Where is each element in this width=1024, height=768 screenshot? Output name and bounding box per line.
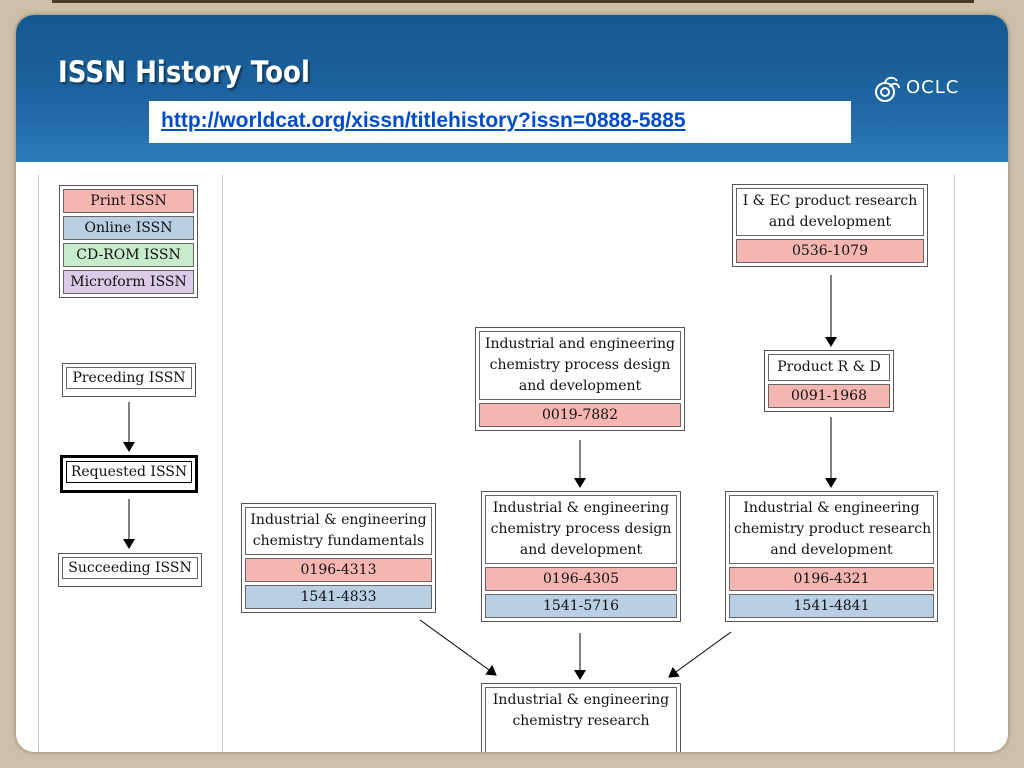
node-product-rd[interactable]: Product R & D 0091-1968 — [764, 350, 894, 412]
node-title-line: I & EC product research — [742, 193, 918, 209]
node-title-line: chemistry fundamentals — [252, 533, 425, 549]
node-title-line: and development — [519, 542, 643, 558]
node-product-research[interactable]: Industrial & engineering chemistry produ… — [725, 491, 938, 622]
history-arrows — [123, 275, 837, 680]
print-issn: 0091-1968 — [768, 384, 890, 408]
slide-header: ISSN History Tool http://worldcat.org/xi… — [16, 15, 1008, 162]
node-title-line: Industrial & engineering — [743, 500, 920, 516]
arrow-product-research-to-research — [668, 631, 732, 678]
node-title: Industrial & engineering chemistry proce… — [485, 495, 677, 564]
legend-online: Online ISSN — [63, 216, 194, 240]
print-issn: 0196-4305 — [485, 567, 677, 591]
online-issn: 1541-4833 — [245, 585, 432, 609]
page-title: ISSN History Tool — [58, 55, 310, 89]
node-title-line: and development — [770, 542, 893, 558]
node-title: Industrial and engineering chemistry pro… — [479, 331, 681, 400]
divider-left — [38, 175, 39, 752]
node-chemistry-fundamentals[interactable]: Industrial & engineering chemistry funda… — [241, 503, 436, 613]
node-title-line: chemistry product research — [734, 521, 932, 537]
oclc-logo: OCLC — [872, 73, 982, 107]
print-issn: 0019-7882 — [479, 403, 681, 427]
node-title: I & EC product research and development — [736, 188, 924, 236]
node-title: Product R & D — [768, 354, 890, 381]
node-title-line: Industrial and engineering — [484, 336, 676, 352]
legend-requested-label: Requested ISSN — [66, 461, 192, 483]
arrow-fundamentals-to-research — [419, 619, 497, 676]
slide: ISSN History Tool http://worldcat.org/xi… — [16, 15, 1008, 752]
node-title-line: and development — [518, 378, 642, 394]
legend-box: Print ISSN Online ISSN CD-ROM ISSN Micro… — [59, 185, 198, 298]
node-title-line: chemistry research — [512, 713, 650, 729]
print-issn: 0196-4313 — [245, 558, 432, 582]
node-title-line: Industrial & engineering — [250, 512, 427, 528]
node-iec-product-research[interactable]: I & EC product research and development … — [732, 184, 928, 267]
node-chemistry-research[interactable]: Industrial & engineering chemistry resea… — [481, 683, 681, 752]
legend-microform: Microform ISSN — [63, 270, 194, 294]
legend-print: Print ISSN — [63, 189, 194, 213]
node-title: Industrial & engineering chemistry funda… — [245, 507, 432, 555]
legend-preceding-label: Preceding ISSN — [66, 367, 192, 389]
node-title-line: Industrial & engineering — [492, 500, 670, 516]
print-issn: 0196-4321 — [729, 567, 934, 591]
divider-right — [954, 175, 955, 752]
url-box: http://worldcat.org/xissn/titlehistory?i… — [149, 101, 851, 143]
node-title-line: and development — [768, 214, 892, 230]
print-issn: 0536-1079 — [736, 239, 924, 263]
node-process-design-original[interactable]: Industrial and engineering chemistry pro… — [475, 327, 685, 431]
node-title-line: chemistry process design — [490, 521, 672, 537]
oclc-logo-text: OCLC — [906, 77, 960, 98]
legend-cdrom: CD-ROM ISSN — [63, 243, 194, 267]
node-process-design[interactable]: Industrial & engineering chemistry proce… — [481, 491, 681, 622]
legend-preceding: Preceding ISSN — [62, 363, 196, 397]
node-title: Industrial & engineering chemistry resea… — [485, 687, 677, 752]
oclc-logo-icon — [875, 76, 900, 102]
legend-requested: Requested ISSN — [60, 455, 198, 493]
legend-succeeding-label: Succeeding ISSN — [62, 557, 198, 579]
title-history-link[interactable]: http://worldcat.org/xissn/titlehistory?i… — [161, 109, 686, 132]
node-title-line: Product R & D — [777, 359, 881, 375]
online-issn: 1541-5716 — [485, 594, 677, 618]
divider-middle — [222, 175, 223, 752]
top-rule — [52, 0, 974, 3]
node-title-line: Industrial & engineering — [492, 692, 670, 708]
node-title-line: chemistry process design — [489, 357, 671, 373]
online-issn: 1541-4841 — [729, 594, 934, 618]
node-title: Industrial & engineering chemistry produ… — [729, 495, 934, 564]
legend-succeeding: Succeeding ISSN — [58, 553, 202, 587]
